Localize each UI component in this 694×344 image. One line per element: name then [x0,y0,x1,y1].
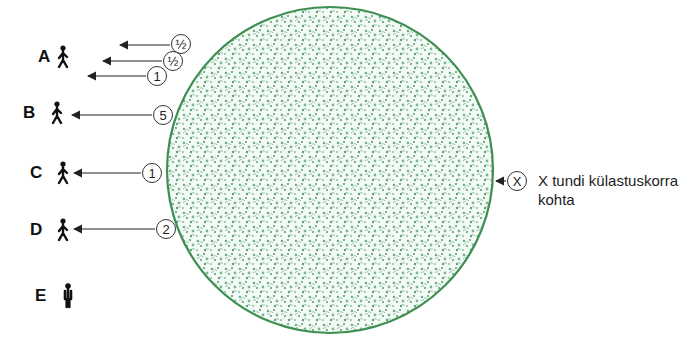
callout-number: ½ [168,55,179,68]
callout-number: 2 [162,223,169,236]
callout-circle: 1 [142,163,162,183]
person-letter: D [30,220,42,240]
callout-number: 5 [159,109,166,122]
callout-number: X [513,175,522,188]
person-letter: A [38,47,50,67]
person-letter: C [30,163,42,183]
callout-circle: 2 [156,219,176,239]
forest-area [167,7,493,333]
callout-circle: ½ [163,51,183,71]
callout-circle: 5 [153,105,173,125]
person-letter: E [35,286,46,306]
walking-people [53,45,71,307]
callout-number: 1 [153,70,160,83]
callout-circle: X [507,171,527,191]
callout-circle: 1 [147,66,167,86]
legend-note: X tundi külastuskorra kohta [538,171,688,209]
leader-arrows [72,45,506,229]
callout-number: 1 [148,167,155,180]
person-letter: B [23,103,35,123]
callout-number: ½ [176,38,187,51]
